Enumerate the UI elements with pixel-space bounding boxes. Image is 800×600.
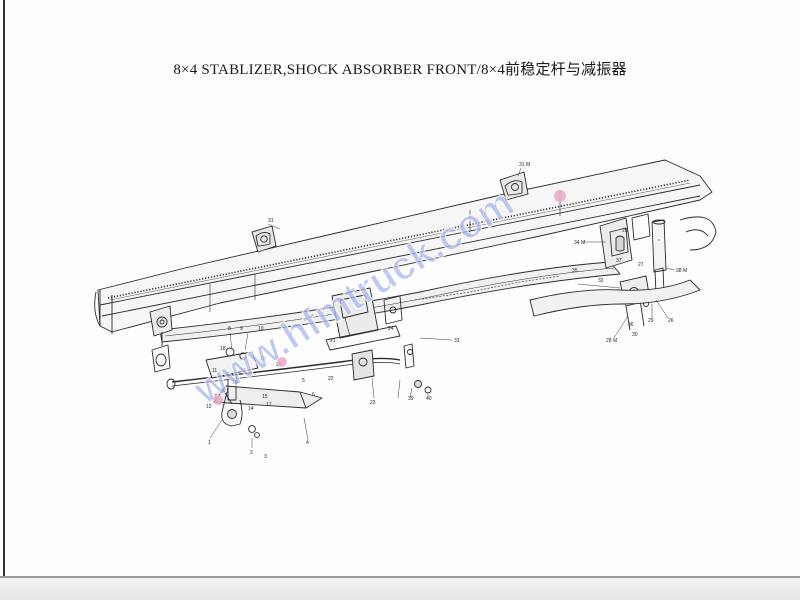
binding-edge: [3, 0, 5, 600]
callout-8: 8: [228, 326, 231, 332]
callout-13: 13: [240, 368, 246, 374]
callout-12: 12: [206, 404, 212, 410]
shock-absorber-upper-bracket: [599, 213, 651, 269]
axle-housing: [529, 216, 717, 317]
scan-margin: [0, 578, 800, 600]
callout-15: 15: [262, 394, 268, 400]
spring-bracket-left: [251, 225, 277, 253]
scan-edge: [0, 576, 800, 579]
callout-32: 32: [598, 278, 604, 284]
callout-31: 31: [268, 218, 274, 224]
callout-1: 1: [208, 440, 211, 446]
callout-27: 27: [638, 262, 644, 268]
callout-4: 4: [306, 440, 309, 446]
callout-29: 29: [648, 318, 654, 324]
watermark-dot-2: [277, 357, 287, 367]
callout-16: 16: [232, 380, 238, 386]
center-bracket-assembly: [325, 287, 432, 394]
callout-30: 30: [632, 332, 638, 338]
callout-39: 39: [408, 396, 414, 402]
shock-absorber: [651, 219, 667, 295]
callout-36: 36: [628, 322, 634, 328]
callout-31m: 31 M: [519, 162, 530, 168]
callout-3: 3: [264, 454, 267, 460]
callout-2: 2: [250, 450, 253, 456]
callout-34m: 34 M: [574, 240, 585, 246]
callout-17: 17: [266, 402, 272, 408]
callout-38m: 38 M: [676, 268, 687, 274]
watermark-dot-3: [554, 190, 566, 202]
stabilizer-link-arm: [205, 347, 260, 438]
callout-19: 19: [260, 356, 266, 362]
callout-11: 11: [212, 368, 217, 374]
callout-33: 33: [454, 338, 460, 344]
callout-21: 21: [330, 338, 336, 344]
callout-28m: 28 M: [606, 338, 617, 344]
callout-10: 10: [258, 326, 264, 332]
callout-6: 6: [312, 392, 315, 398]
leader-lines: [209, 167, 675, 448]
callout-40: 40: [426, 396, 432, 402]
callout-22: 22: [328, 376, 334, 382]
callout-18: 18: [220, 346, 226, 352]
callout-37: 37: [616, 258, 622, 264]
callout-25: 25: [622, 228, 628, 234]
callout-23: 23: [370, 400, 376, 406]
diagram-title: 8×4 STABLIZER,SHOCK ABSORBER FRONT/8×4前稳…: [173, 62, 627, 78]
callout-14: 14: [248, 406, 254, 412]
frame-rail: [94, 159, 713, 334]
spring-eye-shackle: [149, 305, 173, 373]
callout-26: 26: [668, 318, 674, 324]
spring-bracket-right: [499, 171, 529, 201]
callout-9: 9: [240, 326, 243, 332]
watermark-dot-1: [213, 395, 223, 405]
callout-5: 5: [302, 378, 305, 384]
callout-35: 35: [572, 268, 578, 274]
callout-24: 24: [388, 326, 394, 332]
